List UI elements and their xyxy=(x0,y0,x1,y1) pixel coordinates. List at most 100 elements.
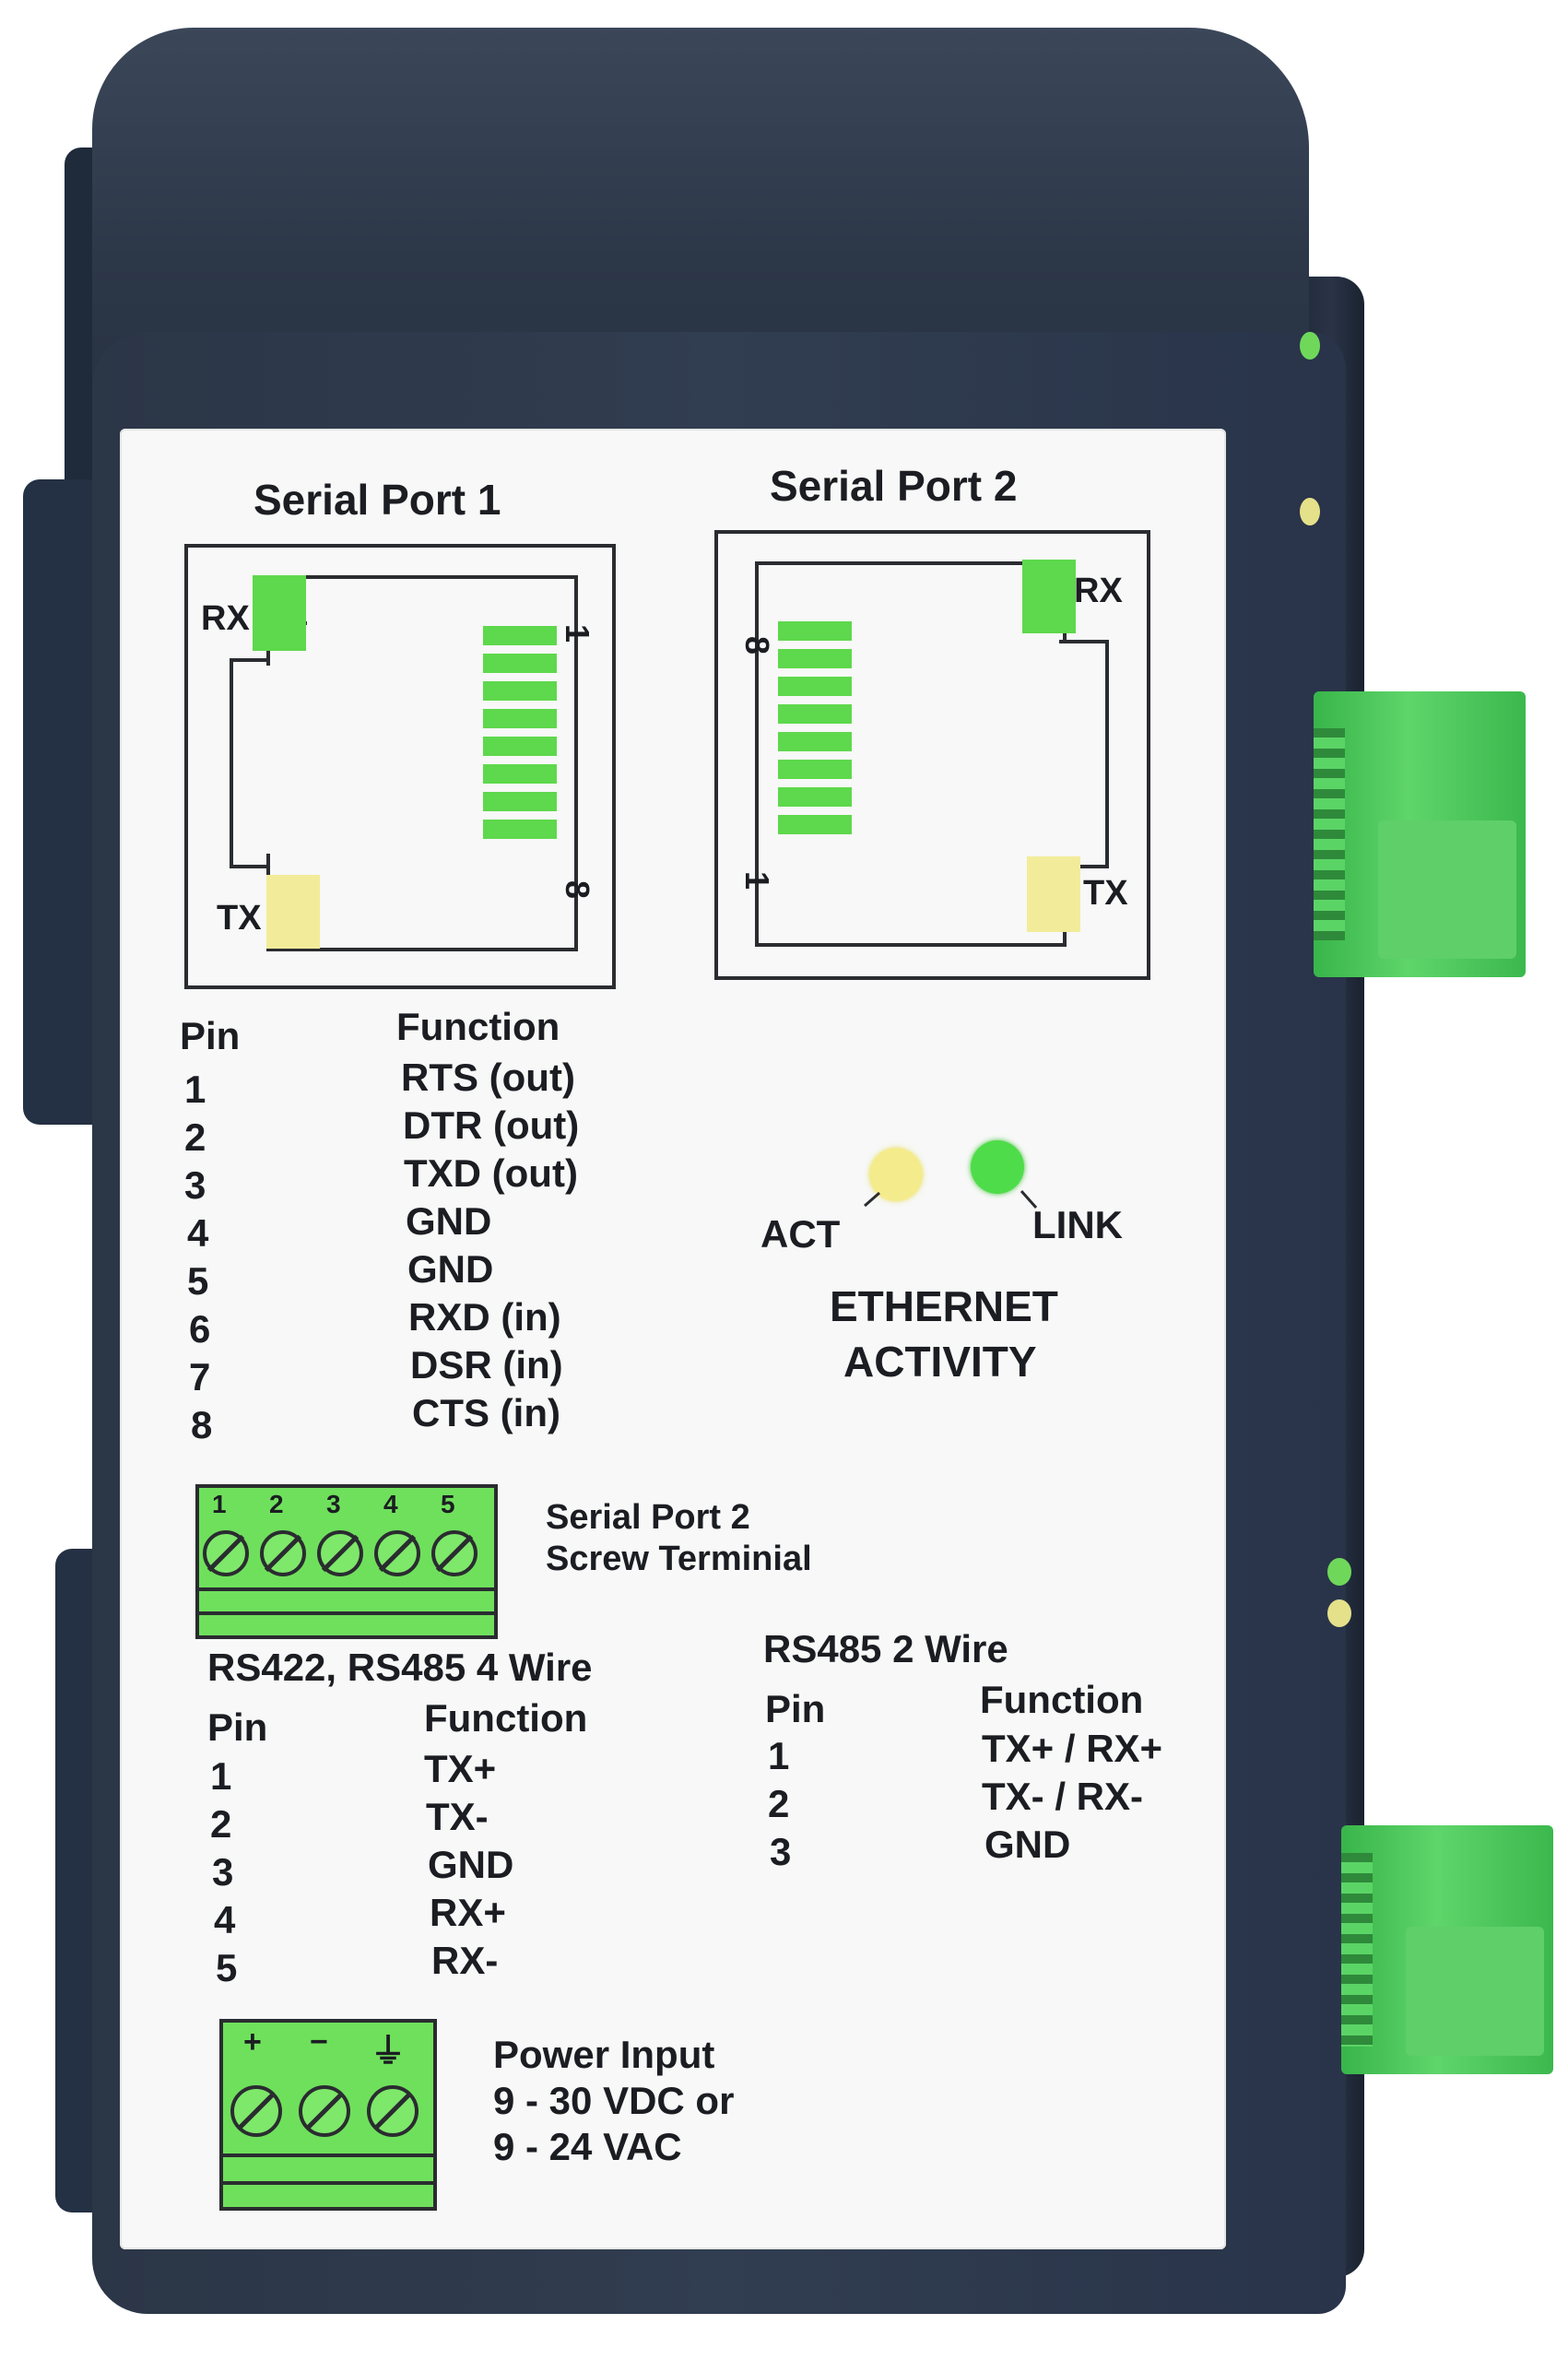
screw-icon xyxy=(230,2085,282,2137)
rs485-header-pin: Pin xyxy=(765,1687,826,1730)
pin-number: 1 xyxy=(768,1734,790,1777)
power-input-label-2: 9 - 30 VDC or xyxy=(493,2079,735,2122)
terminal-number: 4 xyxy=(383,1490,398,1518)
screw-icon xyxy=(260,1530,306,1576)
screw-icon xyxy=(374,1530,420,1576)
terminal-number: 5 xyxy=(441,1490,455,1518)
pin-function: GND xyxy=(428,1843,514,1886)
rs485-2wire-title: RS485 2 Wire xyxy=(763,1627,1008,1670)
act-label: ACT xyxy=(760,1212,841,1256)
pin-bars xyxy=(483,626,557,884)
pin-function: GND xyxy=(406,1199,492,1243)
pin-table-header-pin: Pin xyxy=(180,1014,241,1057)
pin-number: 3 xyxy=(212,1850,234,1894)
serial-port-2-screw-terminal[interactable]: 1 2 3 4 5 xyxy=(195,1484,498,1639)
serial-port-1-tx-label: TX xyxy=(217,899,262,938)
screw-icon xyxy=(431,1530,477,1576)
link-led xyxy=(971,1140,1024,1194)
pin-number: 3 xyxy=(184,1163,206,1207)
pin-bars xyxy=(778,621,852,879)
serial-port-2-rx-label: RX xyxy=(1074,572,1123,610)
power-screw-terminal[interactable]: + − ⏚ xyxy=(219,2019,437,2211)
screw-icon xyxy=(367,2085,419,2137)
serial-port-2-jack[interactable]: 8 1 xyxy=(714,530,1150,980)
terminal-number: 1 xyxy=(212,1490,227,1518)
rs422-header-pin: Pin xyxy=(207,1705,268,1749)
pin-function: TX- / RX- xyxy=(982,1775,1143,1818)
serial-port-1-title: Serial Port 1 xyxy=(253,476,501,524)
terminal-number: 2 xyxy=(269,1490,284,1518)
pin-last-number: 1 xyxy=(738,870,777,891)
pin-function: RTS (out) xyxy=(401,1056,575,1099)
pin-function: GND xyxy=(984,1823,1071,1866)
pin-first-number: 8 xyxy=(738,635,777,655)
rs422-header-function: Function xyxy=(424,1696,588,1740)
pin-function: GND xyxy=(407,1247,494,1291)
pin-bar xyxy=(483,737,557,756)
pin-function: DTR (out) xyxy=(403,1103,580,1147)
connector-face xyxy=(1378,820,1516,959)
pin-bar xyxy=(483,764,557,784)
ethernet-activity-title-1: ETHERNET xyxy=(830,1282,1058,1330)
pin-bar xyxy=(778,760,852,779)
power-input-label-3: 9 - 24 VAC xyxy=(493,2125,682,2168)
pin-number: 5 xyxy=(216,1946,238,1989)
side-led-yellow-2 xyxy=(1327,1599,1351,1627)
screw-icon xyxy=(203,1530,249,1576)
pin-function: RXD (in) xyxy=(408,1295,561,1339)
terminal-divider-2 xyxy=(199,1611,494,1615)
screw-terminal-label-1: Serial Port 2 xyxy=(546,1498,750,1537)
serial-side-connector[interactable] xyxy=(1341,1825,1553,2074)
pin-table-header-function: Function xyxy=(396,1005,560,1048)
pin-bar xyxy=(483,709,557,728)
terminal-divider-2 xyxy=(223,2181,433,2185)
plus-symbol: + xyxy=(243,2024,262,2059)
side-led-yellow xyxy=(1300,498,1320,525)
pin-number: 4 xyxy=(214,1898,236,1941)
serial-port-1-jack[interactable]: 1 8 xyxy=(184,544,616,989)
pin-function: DSR (in) xyxy=(410,1343,563,1386)
pin-function: RX- xyxy=(431,1939,499,1982)
connector-face-2 xyxy=(1406,1927,1544,2056)
rx-led xyxy=(1022,560,1076,633)
pin-bar xyxy=(483,792,557,811)
pin-number: 7 xyxy=(189,1355,211,1398)
pin-bar xyxy=(778,621,852,641)
pin-bar xyxy=(778,704,852,724)
screw-terminal-label-2: Screw Terminial xyxy=(546,1540,812,1578)
rj45-mask-2 xyxy=(239,666,294,854)
pin-number: 8 xyxy=(191,1403,213,1446)
terminal-divider xyxy=(223,2154,433,2157)
pin-function: TX+ / RX+ xyxy=(982,1727,1163,1770)
pin-bar xyxy=(483,681,557,701)
side-led-green-2 xyxy=(1327,1558,1351,1586)
pin-number: 6 xyxy=(189,1307,211,1351)
screw-icon xyxy=(299,2085,350,2137)
tx-led xyxy=(1027,856,1080,932)
pin-function: TXD (out) xyxy=(404,1151,578,1195)
pin-number: 5 xyxy=(187,1259,209,1303)
pin-number: 3 xyxy=(770,1830,792,1873)
pin-function: TX+ xyxy=(424,1747,497,1790)
tx-led xyxy=(266,875,320,949)
pin-bar xyxy=(778,732,852,751)
pin-number: 1 xyxy=(184,1068,206,1111)
link-label: LINK xyxy=(1032,1203,1123,1246)
ground-icon: ⏚ xyxy=(371,2033,407,2071)
connector-pins-2 xyxy=(1341,1853,1373,2047)
pin-bar xyxy=(778,787,852,807)
pin-function: RX+ xyxy=(430,1891,506,1934)
pin-bar xyxy=(778,677,852,696)
screw-icon xyxy=(317,1530,363,1576)
terminal-divider xyxy=(199,1587,494,1591)
pin-number: 2 xyxy=(768,1782,790,1825)
rj45-mask-right xyxy=(1050,643,1068,857)
pin-number: 4 xyxy=(187,1211,209,1255)
rs422-table-title: RS422, RS485 4 Wire xyxy=(207,1646,593,1689)
ethernet-side-connector[interactable] xyxy=(1314,691,1526,977)
pin-number: 2 xyxy=(184,1115,206,1159)
rx-led xyxy=(253,575,306,651)
pin-bar xyxy=(483,626,557,645)
serial-port-1-rx-label: RX xyxy=(201,599,250,638)
minus-symbol: − xyxy=(310,2024,328,2059)
